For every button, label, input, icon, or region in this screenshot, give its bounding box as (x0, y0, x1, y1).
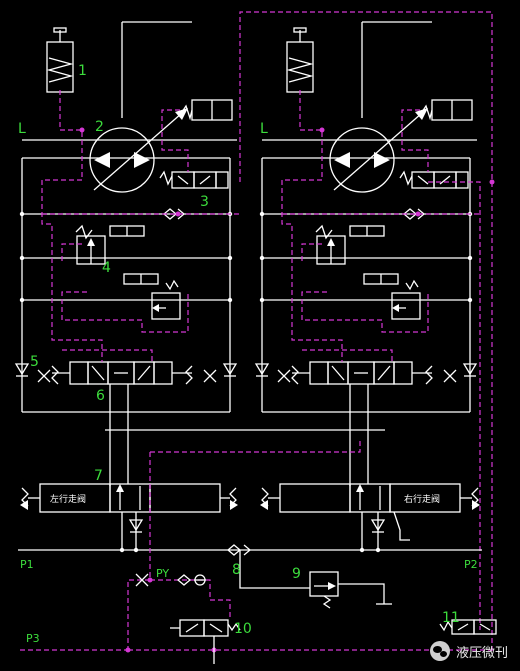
shuttle-valve-8 (226, 544, 310, 589)
label-8: 8 (232, 562, 241, 578)
label-2: 2 (95, 119, 104, 135)
pilot-line-right (428, 181, 481, 630)
left-travel-valve (20, 483, 238, 513)
label-9: 9 (292, 566, 301, 582)
label-4: 4 (102, 260, 111, 276)
relief-valve-9 (309, 571, 392, 609)
label-3: 3 (200, 194, 209, 210)
valve-11 (439, 619, 497, 635)
pilot-py-line (127, 452, 151, 650)
label-L-left: L (18, 121, 26, 137)
right-travel-valve-label: 右行走阀 (404, 493, 440, 505)
label-10: 10 (234, 621, 252, 637)
wechat-icon (429, 641, 450, 661)
right-pump-section (255, 21, 483, 413)
label-P3: P3 (26, 632, 40, 645)
watermark: 液压微刊 (429, 641, 508, 661)
label-7: 7 (94, 468, 103, 484)
label-1: 1 (78, 63, 87, 79)
watermark-text: 液压微刊 (455, 645, 508, 661)
label-11: 11 (442, 610, 460, 626)
label-L-right: L (260, 121, 268, 137)
pilot-line-upper (239, 11, 493, 654)
label-6: 6 (96, 388, 105, 404)
label-P1: P1 (20, 558, 34, 571)
left-pump-section (15, 21, 243, 413)
left-travel-valve-label: 左行走阀 (50, 493, 86, 505)
right-travel-valve (260, 483, 480, 513)
valve-10 (170, 619, 241, 664)
label-PY: PY (156, 567, 169, 580)
label-P2: P2 (464, 558, 478, 571)
label-5: 5 (30, 354, 39, 370)
